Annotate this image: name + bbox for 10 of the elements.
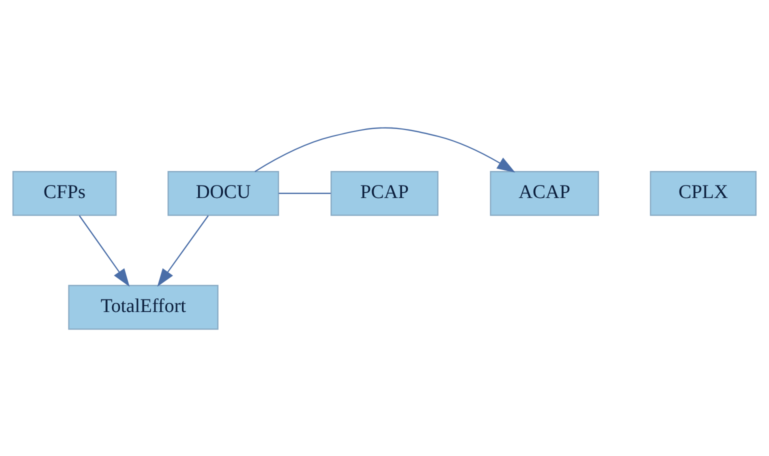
- arrow: [157, 214, 209, 286]
- arrow: [78, 214, 130, 286]
- node-box: DOCU: [168, 170, 280, 216]
- node-box: CFPs: [12, 170, 117, 216]
- connector: [278, 192, 331, 194]
- node-box: PCAP: [330, 170, 438, 216]
- node-box: TotalEffort: [68, 284, 218, 330]
- node-box: ACAP: [490, 170, 600, 216]
- node-box: CPLX: [650, 170, 757, 216]
- arrow: [254, 126, 516, 172]
